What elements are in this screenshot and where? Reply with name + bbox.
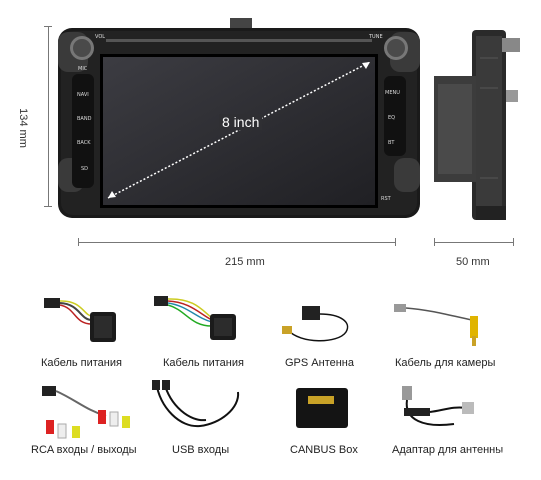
accessory-label-rca: RCA входы / выходы: [31, 444, 137, 456]
power-cable-1-image: [40, 292, 130, 352]
left-button-mic[interactable]: MIC: [78, 66, 88, 72]
width-dim-line: [78, 242, 396, 243]
right-button-eq[interactable]: EQ: [388, 115, 396, 121]
depth-dim-label: 50 mm: [456, 256, 490, 268]
depth-dim-tick-right: [513, 238, 514, 246]
power-cable-2-image: [150, 292, 250, 352]
rca-cable-image: [36, 380, 136, 442]
accessory-label-power-cable-1: Кабель питания: [41, 357, 122, 369]
tune-label: TUNE: [369, 34, 383, 40]
canbus-box-image: [292, 384, 352, 432]
antenna-adapter-image: [394, 380, 484, 440]
accessory-label-power-cable-2: Кабель питания: [163, 357, 244, 369]
accessory-label-camera-cable: Кабель для камеры: [395, 357, 496, 369]
head-unit-side: [432, 28, 524, 228]
screen-size-label: 8 inch: [219, 114, 263, 130]
height-dim-line: [48, 26, 49, 206]
vol-label: VOL: [95, 34, 106, 40]
usb-cable-image: [150, 378, 250, 438]
accessory-label-gps-antenna: GPS Антенна: [285, 357, 354, 369]
accessory-label-antenna-adapter: Адаптар для антенны: [392, 444, 504, 456]
left-button-back[interactable]: BACK: [77, 140, 91, 146]
accessory-label-usb: USB входы: [172, 444, 230, 456]
right-button-menu[interactable]: MENU: [385, 90, 400, 96]
left-button-navi[interactable]: NAVI: [77, 92, 89, 98]
depth-dim-tick-left: [434, 238, 435, 246]
width-dim-tick-left: [78, 238, 79, 246]
watermark: Avito: [470, 448, 517, 468]
width-dim-tick-right: [395, 238, 396, 246]
camera-cable-image: [392, 296, 492, 352]
height-dim-tick-top: [44, 26, 52, 27]
depth-dim-line: [434, 242, 514, 243]
width-dim-label: 215 mm: [225, 256, 265, 268]
rst-label: RST: [381, 196, 391, 202]
accessory-label-canbus: CANBUS Box: [290, 444, 358, 456]
height-dim-label: 134 mm: [17, 108, 29, 148]
height-dim-tick-bottom: [44, 206, 52, 207]
head-unit-front: [58, 18, 420, 224]
right-button-bt[interactable]: BT: [388, 140, 395, 146]
left-button-sd[interactable]: SD: [81, 166, 89, 172]
left-button-band[interactable]: BAND: [77, 116, 92, 122]
gps-antenna-image: [280, 300, 360, 350]
